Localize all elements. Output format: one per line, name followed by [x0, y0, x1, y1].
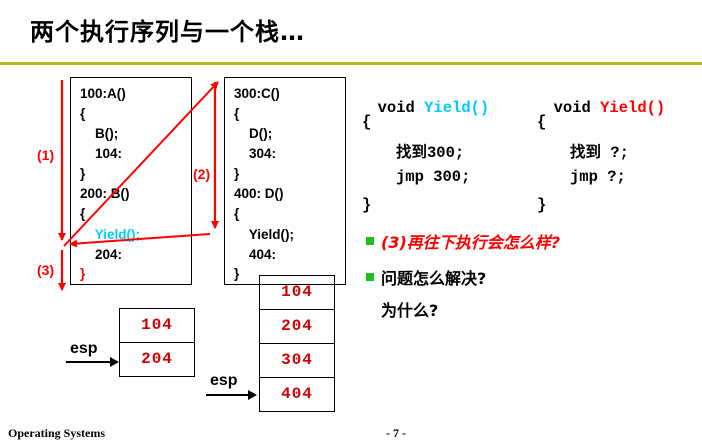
arrow-back-204: [69, 233, 211, 248]
yield-left-close: }: [362, 196, 372, 214]
yield-right-sig: void Yield(): [535, 81, 666, 117]
footer-course: Operating Systems: [8, 426, 105, 440]
stack2-esp-label: esp: [210, 372, 238, 389]
page-title: 两个执行序列与一个栈…: [30, 18, 305, 46]
title-divider: [0, 62, 702, 65]
label-2: (2): [193, 166, 211, 182]
yield-left-line1: 找到300;: [396, 144, 465, 162]
box1-line-4: }: [80, 166, 86, 181]
box1-line-3: 104:: [80, 146, 123, 161]
stack1-esp-label: esp: [70, 340, 98, 357]
box2-line-0: 300:C(): [234, 86, 280, 101]
box1-line-6: {: [80, 206, 86, 221]
box2-line-7: Yield();: [234, 227, 295, 242]
stack2-cell-1: 204: [259, 309, 335, 344]
stack2-cell-2: 304: [259, 343, 335, 378]
bullet-square-2: [366, 273, 374, 281]
bullet-2-text: 问题怎么解决?: [381, 269, 487, 288]
box2-line-2: D();: [234, 126, 273, 141]
footer-page-number: - 7 -: [386, 426, 406, 440]
box1-line-2: B();: [80, 126, 119, 141]
yield-left-void: void: [377, 99, 425, 117]
box2-line-9: }: [234, 266, 240, 281]
stack1-cell-1: 204: [119, 342, 195, 377]
box1-line-0: 100:A(): [80, 86, 126, 101]
yield-right-line2: jmp ?;: [570, 168, 626, 186]
bullet-1-text: (3)再往下执行会怎么样?: [381, 233, 561, 252]
box1-line-9: }: [80, 266, 86, 281]
yield-right-open: {: [537, 113, 547, 131]
box1-line-7-yield: Yield();: [80, 227, 141, 242]
stack2-cell-3: 404: [259, 377, 335, 412]
box2-line-4: }: [234, 166, 240, 181]
label-1: (1): [37, 147, 55, 163]
box2-line-1: {: [234, 106, 240, 121]
label-3: (3): [37, 262, 55, 278]
box2-line-6: {: [234, 206, 240, 221]
box2-line-5: 400: D(): [234, 186, 284, 201]
bullet-square-1: [366, 237, 374, 245]
yield-right-close: }: [537, 196, 547, 214]
box1-line-1: {: [80, 106, 86, 121]
code-box-1: [70, 77, 192, 285]
yield-left-sig: void Yield(): [359, 81, 490, 117]
arrow-jump-300: [63, 81, 219, 247]
stack2-cell-0: 104: [259, 275, 335, 310]
yield-right-name: Yield(): [600, 99, 666, 117]
box2-line-3: 304:: [234, 146, 277, 161]
code-box-2: [224, 77, 346, 285]
box2-line-8: 404:: [234, 247, 277, 262]
yield-left-open: {: [362, 113, 372, 131]
stack1-cell-0: 104: [119, 308, 195, 343]
yield-right-line1: 找到 ?;: [570, 144, 629, 162]
yield-left-line2: jmp 300;: [396, 168, 471, 186]
box1-line-8: 204:: [80, 247, 123, 262]
yield-right-void: void: [553, 99, 601, 117]
bullet-2-sub: 为什么?: [381, 301, 439, 320]
yield-left-name: Yield(): [424, 99, 490, 117]
